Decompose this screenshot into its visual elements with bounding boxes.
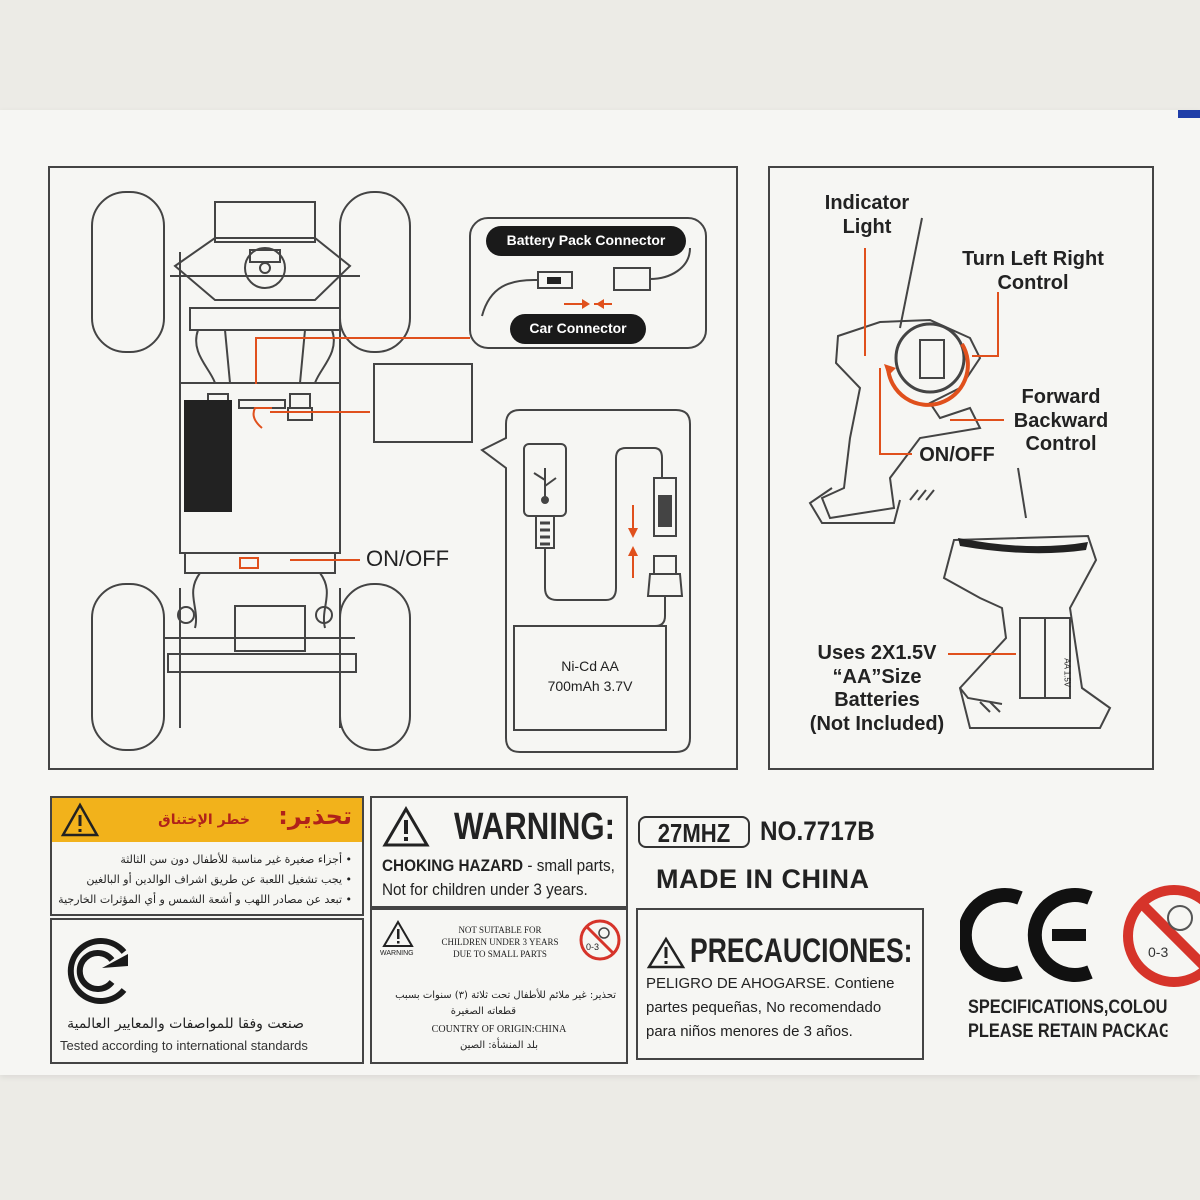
- arabic-warning-banner: [52, 798, 362, 842]
- indicator-light-label: Indicator Light: [824, 192, 910, 238]
- turn-left-right-label: Turn Left Right Control: [962, 248, 1104, 294]
- made-in-china: MADE IN CHINA: [656, 864, 870, 894]
- battery-cell-label: AA 1.5V: [1062, 658, 1072, 688]
- country-of-origin-arabic: بلد المنشأة: الصين: [459, 1040, 538, 1051]
- front-right-wheel: [339, 191, 411, 353]
- frequency-badge: [638, 816, 750, 848]
- blue-edge-stripe: [1178, 110, 1200, 118]
- remote-diagram-panel: Indicator Light Turn Left Right Control …: [768, 166, 1154, 770]
- not-suitable-text: NOT SUITABLE FOR CHILDREN UNDER 3 YEARS …: [441, 925, 559, 959]
- rear-right-wheel: [339, 583, 411, 751]
- rear-left-wheel: [91, 583, 165, 751]
- certification-logo-icon: [67, 938, 128, 1004]
- car-chassis-diagram: [91, 191, 707, 753]
- warning-arabic-line-2: قطعاته الصغيرة: [450, 1006, 516, 1017]
- battery-pack-connector-label: Battery Pack Connector: [506, 232, 666, 248]
- warning-arabic-line-1: تحذير: غير ملائم للأطفال تحت ثلاثة (٣) س…: [395, 990, 616, 1001]
- frequency-label: 27MHZ: [657, 818, 731, 848]
- model-number: NO.7717B: [760, 816, 875, 846]
- arabic-warning-subtitle: خطر الإختناق: [158, 812, 250, 828]
- small-age-label: 0-3: [586, 942, 600, 952]
- standards-arabic: صنعت وفقا للمواصفات والمعايير العالمية: [67, 1016, 304, 1032]
- warning-triangle-icon: [60, 802, 100, 837]
- small-warning-label: WARNING: [380, 950, 414, 957]
- precauciones-text: PELIGRO DE AHOGARSE. Contiene partes peq…: [646, 975, 895, 1040]
- small-warning-triangle-icon: [382, 920, 414, 947]
- forward-backward-label: Forward Backward Control: [1013, 386, 1109, 456]
- arabic-warning-box: تحذير: خطر الإختناق • أجزاء صغيرة غير من…: [50, 796, 364, 916]
- battery-pack-block: [184, 400, 232, 512]
- front-left-wheel: [91, 191, 165, 353]
- car-on-off-label: ON/OFF: [366, 546, 450, 571]
- age-warning-icon: [1123, 885, 1200, 987]
- remote-controller-diagram: [808, 217, 1112, 729]
- batteries-note-label: Uses 2X1.5V “AA”Size Batteries (Not Incl…: [809, 642, 945, 735]
- battery-spec-line-1: Ni-Cd AA: [561, 658, 619, 674]
- country-of-origin: COUNTRY OF ORIGIN:CHINA: [431, 1024, 567, 1035]
- arabic-warning-title: تحذير:: [278, 802, 352, 830]
- ce-mark-icon: [960, 888, 1093, 982]
- precauciones-box: PRECAUCIONES: PELIGRO DE AHOGARSE. Conti…: [636, 908, 924, 1060]
- choking-hazard-line: CHOKING HAZARD - small parts,: [382, 856, 615, 875]
- age-badge-label: 0-3: [1148, 944, 1169, 960]
- standards-box: صنعت وفقا للمواصفات والمعايير العالمية T…: [50, 918, 364, 1064]
- origin-box: WARNING NOT SUITABLE FOR CHILDREN UNDER …: [370, 908, 628, 1064]
- precauciones-title: PRECAUCIONES:: [690, 932, 913, 970]
- choking-warning-box: WARNING: CHOKING HAZARD - small parts, N…: [370, 796, 628, 908]
- precaution-triangle-icon: [646, 936, 686, 969]
- arabic-warning-lines: • أجزاء صغيرة غير مناسبة للأطفال دون سن …: [58, 853, 352, 906]
- car-diagram-panel: Battery Pack Connector Car Connector ON/…: [48, 166, 738, 770]
- ce-and-age-marks: [960, 885, 1200, 987]
- car-connector-label: Car Connector: [529, 320, 627, 336]
- remote-on-off-label: ON/OFF: [919, 444, 995, 466]
- warning-title: WARNING:: [454, 806, 615, 848]
- battery-pack-connector-pill: [486, 226, 686, 256]
- warning-triangle-icon: [382, 806, 430, 847]
- standards-english: Tested according to international standa…: [60, 1038, 308, 1053]
- battery-spec-line-2: 700mAh 3.7V: [547, 678, 633, 694]
- age-restriction-icon: [579, 919, 621, 961]
- age-warning-line: Not for children under 3 years.: [382, 880, 588, 899]
- car-connector-pill: [510, 314, 646, 344]
- footer-notice: SPECIFICATIONS,COLOURS A PLEASE RETAIN P…: [968, 997, 1168, 1042]
